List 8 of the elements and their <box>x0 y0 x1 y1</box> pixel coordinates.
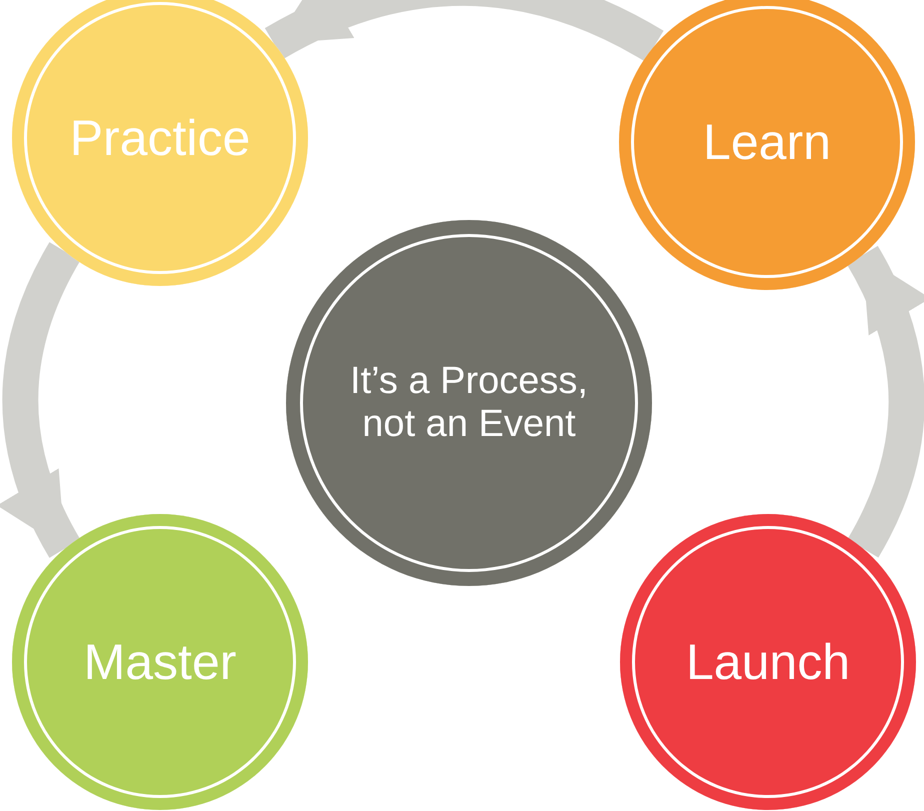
curved-arrow <box>265 0 664 62</box>
node-label: Practice <box>70 109 250 167</box>
curved-arrow <box>0 242 81 558</box>
curved-arrow <box>846 246 924 558</box>
node-label: It’s a Process, not an Event <box>349 360 589 446</box>
node-label: Launch <box>686 633 850 691</box>
node-label: Learn <box>703 113 831 171</box>
node-label: Master <box>84 633 236 691</box>
